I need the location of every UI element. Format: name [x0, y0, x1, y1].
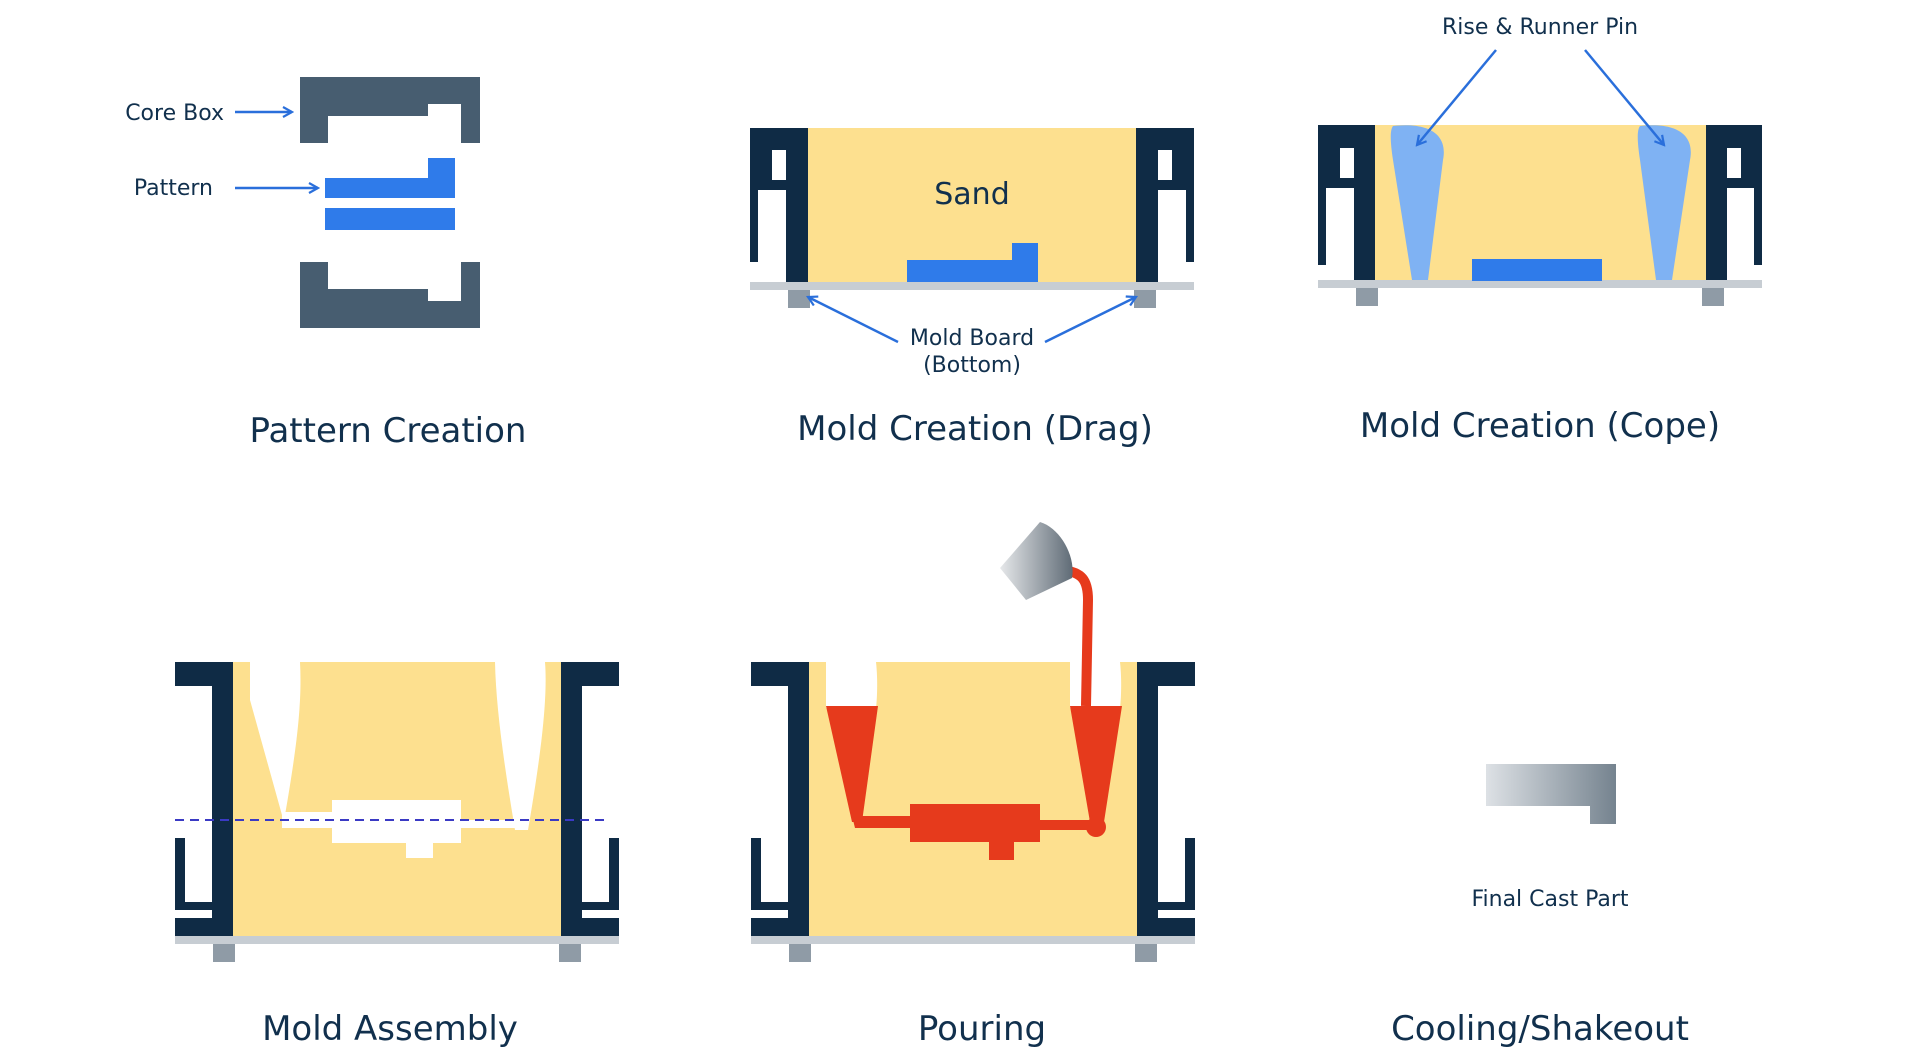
board-foot-left — [788, 290, 810, 308]
riser-pin-right — [1637, 125, 1691, 280]
cope-wall-right-inner — [1727, 178, 1762, 265]
pin-arrow-left — [1417, 49, 1497, 145]
final-cast-part — [1486, 764, 1616, 824]
pouring-riser-left-empty — [826, 662, 878, 708]
panel-title-pouring: Pouring — [918, 1009, 1046, 1049]
ladle-icon — [1000, 522, 1073, 600]
cope-foot-right — [1702, 288, 1724, 306]
pouring-board — [751, 936, 1195, 944]
riser-pin-left — [1390, 125, 1444, 280]
assembly-riser-right — [495, 662, 546, 830]
final-cast-part-label: Final Cast Part — [1471, 887, 1628, 912]
panel-pattern-creation: Core Box Pattern Pattern Creation — [125, 77, 526, 451]
flask-wall-right-inner — [1158, 180, 1194, 262]
board-arrow-right — [1044, 297, 1136, 344]
panel-mold-assembly: Mold Assembly — [175, 662, 619, 1049]
panel-title-pattern-creation: Pattern Creation — [250, 411, 527, 451]
assembly-riser-left — [250, 662, 301, 815]
pouring-wall-right — [1137, 662, 1195, 936]
pouring-wall-left — [751, 662, 809, 936]
assembly-foot-left — [213, 944, 235, 962]
assembly-wall-right-lower — [582, 838, 619, 910]
core-box-label: Core Box — [125, 101, 224, 126]
mold-board-label-line2: (Bottom) — [923, 353, 1021, 378]
molten-riser-left — [826, 706, 878, 822]
core-box-top — [300, 77, 480, 143]
panel-mold-drag: Sand Mold Board (Bottom) Mold Creation (… — [750, 128, 1194, 449]
pouring-riser-right-empty — [1070, 662, 1122, 708]
molten-cavity — [910, 804, 1095, 860]
assembly-board — [175, 936, 619, 944]
pouring-wall-right-lower — [1158, 838, 1195, 910]
pattern-label: Pattern — [134, 176, 213, 201]
pouring-wall-left-lower — [751, 838, 788, 910]
panel-cooling: Final Cast Part Cooling/Shakeout — [1391, 764, 1689, 1049]
molten-junction — [1086, 817, 1106, 837]
pattern-top-piece — [325, 158, 455, 198]
cope-wall-left — [1318, 125, 1375, 280]
assembly-wall-right — [561, 662, 619, 936]
core-box-bottom — [300, 262, 480, 328]
drag-sand — [805, 128, 1137, 283]
pin-arrow-right — [1584, 49, 1664, 145]
cope-board — [1318, 280, 1762, 288]
molten-runner-left — [852, 816, 910, 828]
sand-label: Sand — [934, 177, 1009, 212]
cope-wall-left-inner — [1318, 178, 1354, 265]
panel-title-cooling: Cooling/Shakeout — [1391, 1009, 1689, 1049]
panel-title-mold-cope: Mold Creation (Cope) — [1360, 406, 1720, 446]
mold-board-label-line1: Mold Board — [910, 326, 1034, 351]
flask-wall-right — [1136, 128, 1194, 282]
panel-title-mold-assembly: Mold Assembly — [262, 1009, 518, 1049]
pattern-bottom-piece — [325, 208, 455, 230]
flask-wall-left — [750, 128, 808, 282]
board-arrow-left — [808, 297, 899, 344]
molten-riser-right — [1070, 706, 1122, 822]
rise-runner-pin-label: Rise & Runner Pin — [1442, 15, 1638, 40]
pouring-foot-right — [1135, 944, 1157, 962]
cope-pattern — [1472, 259, 1602, 281]
cope-foot-left — [1356, 288, 1378, 306]
flask-wall-left-inner — [750, 180, 786, 262]
assembly-wall-left-lower — [175, 838, 212, 910]
board-foot-right — [1134, 290, 1156, 308]
panel-mold-cope: Rise & Runner Pin Mold Creation (Cope) — [1318, 15, 1762, 446]
pouring-foot-left — [789, 944, 811, 962]
cope-wall-right — [1706, 125, 1762, 280]
drag-pattern — [907, 243, 1038, 282]
assembly-cavity — [282, 800, 522, 858]
assembly-wall-left — [175, 662, 233, 936]
panel-pouring: Pouring — [751, 522, 1195, 1049]
assembly-foot-right — [559, 944, 581, 962]
panel-title-mold-drag: Mold Creation (Drag) — [797, 409, 1153, 449]
mold-board — [750, 282, 1194, 290]
